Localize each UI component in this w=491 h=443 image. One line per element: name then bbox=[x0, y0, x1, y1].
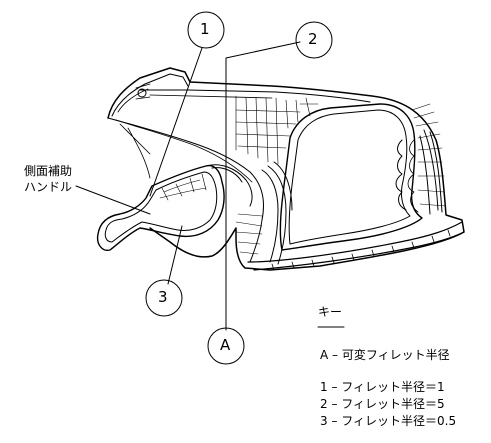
handle-outer-contour bbox=[107, 67, 465, 271]
side-handle-label-line1: 側面補助 bbox=[24, 164, 73, 178]
base-edge bbox=[247, 221, 465, 271]
callout-3-label: 3 bbox=[158, 288, 168, 306]
grip-scallops-outer bbox=[407, 139, 419, 213]
leader-side-handle bbox=[75, 185, 151, 215]
side-handle-joint bbox=[205, 164, 253, 207]
right-panel-lines bbox=[411, 103, 447, 207]
right-shell bbox=[419, 129, 443, 215]
callout-3-circle bbox=[145, 279, 183, 317]
top-rim-inner bbox=[117, 88, 273, 113]
rim-knob bbox=[137, 88, 147, 98]
side-handle-label-line2: ハンドル bbox=[24, 180, 73, 194]
callout-a-label: A bbox=[220, 336, 231, 354]
left-wall bbox=[261, 161, 293, 265]
key-item-1: 1 – フィレット半径＝1 bbox=[320, 380, 445, 394]
key-item-2: 2 – フィレット半径＝5 bbox=[320, 397, 445, 411]
key-title: キー bbox=[318, 305, 343, 319]
side-handle-inner bbox=[104, 171, 218, 243]
key-a-item: A – 可変フィレット半径 bbox=[320, 348, 450, 362]
callout-2-label: 2 bbox=[308, 30, 318, 48]
surface-mesh bbox=[235, 95, 319, 165]
front-edge bbox=[107, 117, 264, 263]
callout-1-label: 1 bbox=[200, 20, 210, 38]
base-ticks bbox=[271, 229, 451, 271]
leader-3 bbox=[167, 225, 183, 285]
front-edge-inner bbox=[115, 119, 253, 183]
rim-knob-ring bbox=[135, 83, 151, 100]
callout-2-circle bbox=[295, 21, 333, 59]
side-handle-outer bbox=[96, 164, 225, 251]
grip-scallops bbox=[395, 139, 407, 211]
top-rim bbox=[111, 73, 371, 117]
leader-2 bbox=[225, 41, 301, 331]
key-item-3: 3 – フィレット半径＝0.5 bbox=[320, 414, 457, 428]
leader-1 bbox=[149, 47, 203, 197]
callout-a-circle bbox=[207, 327, 245, 365]
grip-window-outer bbox=[279, 103, 423, 251]
callout-1-circle bbox=[187, 11, 225, 49]
side-handle-mid bbox=[159, 173, 207, 201]
grip-window-inner bbox=[288, 109, 411, 245]
lower-mesh bbox=[235, 213, 263, 255]
